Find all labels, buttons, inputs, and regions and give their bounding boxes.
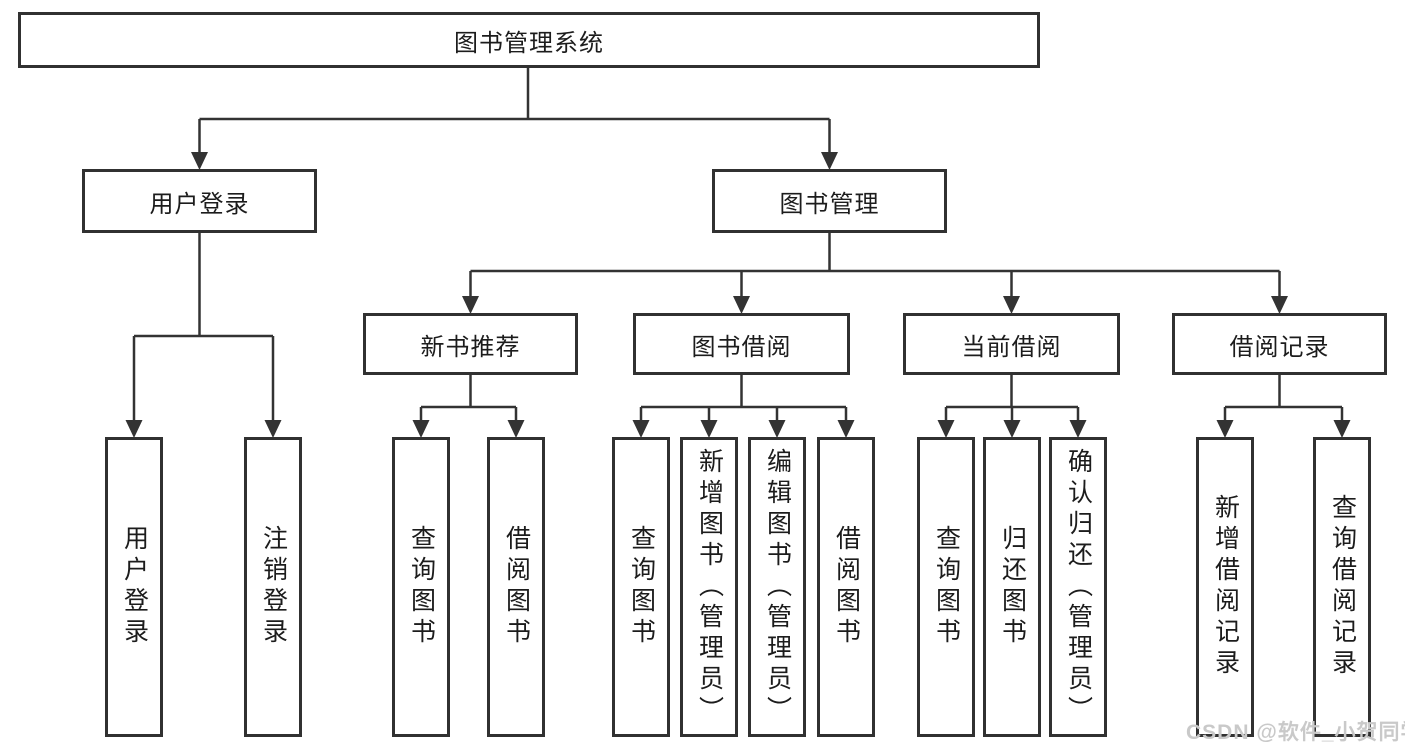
leaf-query-borrow-record: 查询借阅记录 — [1313, 437, 1371, 737]
leaf-confirm-return-admin: 确认归还（管理员） — [1049, 437, 1107, 737]
leaf-query-borrow-record-label: 查询借阅记录 — [1328, 494, 1357, 680]
node-user-login: 用户登录 — [82, 169, 317, 233]
leaf-logout: 注销登录 — [244, 437, 302, 737]
leaf-logout-label: 注销登录 — [259, 525, 288, 649]
node-current-borrowing-label: 当前借阅 — [961, 333, 1062, 361]
node-library-system-label: 图书管理系统 — [454, 29, 604, 57]
node-new-book-recommendation: 新书推荐 — [363, 313, 578, 375]
node-borrowing-records-label: 借阅记录 — [1229, 333, 1330, 361]
leaf-current-query-books-label: 查询图书 — [932, 525, 961, 649]
node-user-login-label: 用户登录 — [149, 190, 250, 218]
leaf-user-login-label: 用户登录 — [120, 525, 149, 649]
leaf-return-books: 归还图书 — [983, 437, 1041, 737]
node-borrowing-records: 借阅记录 — [1172, 313, 1387, 375]
leaf-borrowing-borrow-books-label: 借阅图书 — [832, 525, 861, 649]
leaf-return-books-label: 归还图书 — [998, 525, 1027, 649]
node-current-borrowing: 当前借阅 — [903, 313, 1120, 375]
leaf-borrowing-query-books-label: 查询图书 — [627, 525, 656, 649]
leaf-edit-books-admin-label: 编辑图书（管理员） — [763, 447, 792, 727]
node-book-management-label: 图书管理 — [779, 190, 880, 218]
leaf-recommend-borrow-books: 借阅图书 — [487, 437, 545, 737]
leaf-edit-books-admin: 编辑图书（管理员） — [748, 437, 806, 737]
leaf-confirm-return-admin-label: 确认归还（管理员） — [1064, 447, 1093, 727]
leaf-add-borrow-record: 新增借阅记录 — [1196, 437, 1254, 737]
leaf-borrowing-borrow-books: 借阅图书 — [817, 437, 875, 737]
node-book-borrowing: 图书借阅 — [633, 313, 850, 375]
leaf-recommend-borrow-books-label: 借阅图书 — [502, 525, 531, 649]
leaf-current-query-books: 查询图书 — [917, 437, 975, 737]
leaf-user-login: 用户登录 — [105, 437, 163, 737]
leaf-add-borrow-record-label: 新增借阅记录 — [1211, 494, 1240, 680]
node-book-management: 图书管理 — [712, 169, 947, 233]
node-book-borrowing-label: 图书借阅 — [691, 333, 792, 361]
connector-lines — [132, 68, 1344, 420]
leaf-recommend-query-books: 查询图书 — [392, 437, 450, 737]
node-new-book-recommendation-label: 新书推荐 — [420, 333, 521, 361]
leaf-add-books-admin: 新增图书（管理员） — [680, 437, 738, 737]
node-library-system: 图书管理系统 — [18, 12, 1040, 68]
leaf-add-books-admin-label: 新增图书（管理员） — [695, 447, 724, 727]
csdn-watermark: CSDN @软件_小贺同学 — [1186, 721, 1405, 744]
leaf-recommend-query-books-label: 查询图书 — [407, 525, 436, 649]
leaf-borrowing-query-books: 查询图书 — [612, 437, 670, 737]
